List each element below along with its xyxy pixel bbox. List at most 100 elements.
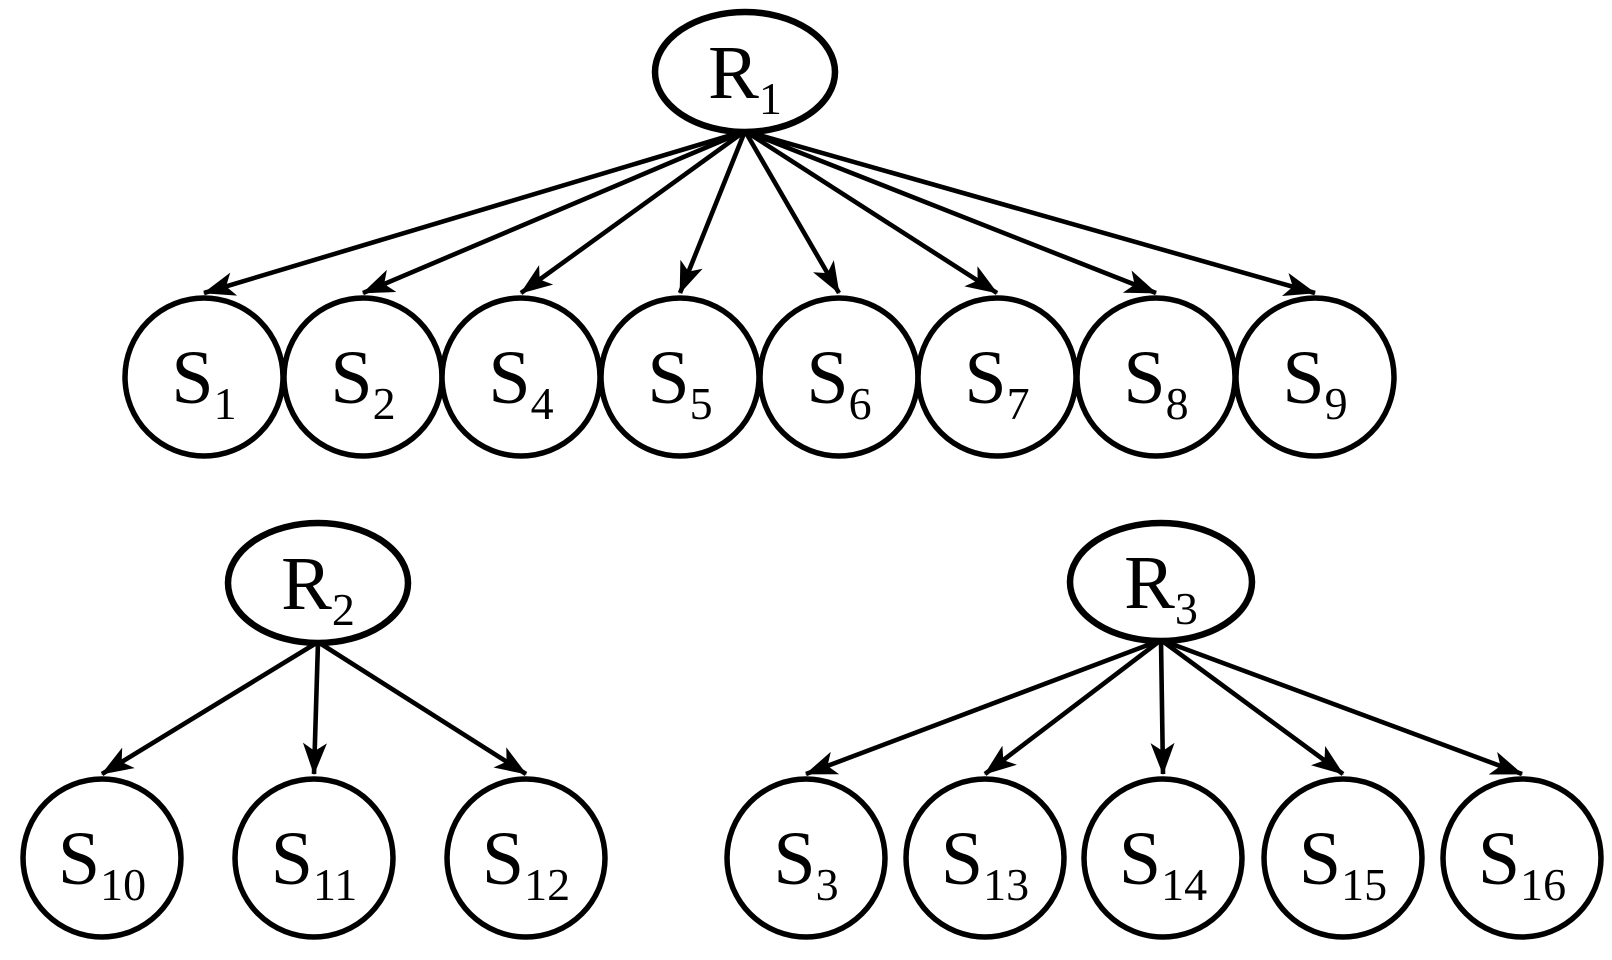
node-r1: R1 — [651, 8, 839, 136]
root-ellipse-r1 — [651, 8, 839, 136]
node-label-main: S — [964, 336, 1006, 420]
node-label-main: S — [1299, 817, 1341, 901]
node-s7: S7 — [915, 295, 1079, 459]
node-label-s11: S11 — [271, 817, 358, 910]
node-label-subscript: 16 — [1520, 859, 1566, 910]
node-label-main: S — [1123, 336, 1165, 420]
node-label-s14: S14 — [1119, 817, 1207, 910]
node-label-main: S — [488, 336, 530, 420]
node-label-s1: S1 — [171, 336, 236, 429]
node-label-subscript: 2 — [332, 584, 355, 635]
edge-r2-s10 — [100, 640, 320, 776]
node-label-s15: S15 — [1299, 817, 1387, 910]
node-label-s16: S16 — [1478, 817, 1566, 910]
node-label-subscript: 13 — [983, 859, 1029, 910]
node-s3: S3 — [724, 776, 888, 940]
node-s14: S14 — [1081, 776, 1245, 940]
node-s15: S15 — [1261, 776, 1425, 940]
leaf-circle-s12 — [444, 776, 608, 940]
node-s8: S8 — [1074, 295, 1238, 459]
leaf-circle-s14 — [1081, 776, 1245, 940]
edge-r3-s13 — [983, 638, 1163, 776]
node-s13: S13 — [903, 776, 1067, 940]
node-label-subscript: 9 — [1325, 378, 1348, 429]
node-s12: S12 — [444, 776, 608, 940]
node-label-s2: S2 — [330, 336, 395, 429]
node-label-main: S — [1119, 817, 1161, 901]
node-label-main: S — [330, 336, 372, 420]
node-s11: S11 — [232, 776, 396, 940]
node-label-main: S — [773, 817, 815, 901]
edge-r1-s1 — [203, 128, 746, 296]
node-label-s8: S8 — [1123, 336, 1188, 429]
edge-r1-s4 — [519, 129, 747, 295]
node-label-main: R — [1124, 541, 1175, 625]
leaf-circle-s10 — [20, 776, 184, 940]
node-label-subscript: 12 — [524, 859, 570, 910]
node-label-subscript: 7 — [1007, 378, 1030, 429]
node-label-s5: S5 — [647, 336, 712, 429]
node-s6: S6 — [757, 295, 921, 459]
node-s5: S5 — [598, 295, 762, 459]
node-label-r1: R1 — [708, 31, 782, 124]
node-label-subscript: 10 — [100, 859, 146, 910]
node-label-main: S — [482, 817, 524, 901]
leaf-circle-s15 — [1261, 776, 1425, 940]
node-s9: S9 — [1233, 295, 1397, 459]
node-label-main: R — [281, 542, 332, 626]
node-label-subscript: 3 — [816, 859, 839, 910]
node-label-r3: R3 — [1124, 541, 1198, 634]
leaf-circle-s3 — [724, 776, 888, 940]
node-label-s13: S13 — [941, 817, 1029, 910]
node-label-main: S — [271, 817, 313, 901]
node-s2: S2 — [281, 295, 445, 459]
edge-r1-s7 — [743, 129, 999, 295]
leaf-circle-s16 — [1440, 776, 1604, 940]
node-s16: S16 — [1440, 776, 1604, 940]
node-label-subscript: 5 — [690, 378, 713, 429]
node-label-subscript: 8 — [1166, 378, 1189, 429]
edge-r1-s8 — [744, 128, 1157, 296]
node-r3: R3 — [1066, 519, 1256, 645]
node-label-s9: S9 — [1282, 336, 1347, 429]
leaf-circle-s11 — [232, 776, 396, 940]
node-label-s3: S3 — [773, 817, 838, 910]
root-ellipse-r2 — [224, 519, 412, 647]
edge-r2-s12 — [316, 640, 528, 776]
edge-r3-s16 — [1160, 637, 1523, 777]
node-label-s12: S12 — [482, 817, 570, 910]
node-label-subscript: 11 — [313, 859, 357, 910]
leaf-circle-s13 — [903, 776, 1067, 940]
node-label-subscript: 14 — [1161, 859, 1207, 910]
node-label-s10: S10 — [58, 817, 146, 910]
edge-r3-s15 — [1159, 638, 1345, 776]
edge-r2-s11 — [302, 641, 327, 775]
node-s10: S10 — [20, 776, 184, 940]
edges — [100, 128, 1523, 777]
node-label-main: S — [171, 336, 213, 420]
node-label-s6: S6 — [806, 336, 871, 429]
node-label-main: S — [941, 817, 983, 901]
node-label-subscript: 1 — [759, 73, 782, 124]
node-label-main: S — [1282, 336, 1324, 420]
root-ellipse-r3 — [1066, 519, 1256, 645]
node-label-s7: S7 — [964, 336, 1029, 429]
edge-r1-s6 — [743, 129, 841, 295]
edge-r1-s5 — [677, 130, 748, 294]
node-label-main: S — [647, 336, 689, 420]
edge-r3-s14 — [1150, 639, 1175, 775]
leaf-circle-s9 — [1233, 295, 1397, 459]
node-label-main: R — [708, 31, 759, 115]
node-s4: S4 — [439, 295, 603, 459]
node-s1: S1 — [122, 295, 286, 459]
edge-r1-s9 — [744, 128, 1316, 297]
node-label-subscript: 1 — [214, 378, 237, 429]
node-label-subscript: 4 — [531, 378, 554, 429]
node-label-subscript: 15 — [1341, 859, 1387, 910]
node-label-main: S — [806, 336, 848, 420]
node-label-subscript: 3 — [1175, 583, 1198, 634]
node-label-main: S — [1478, 817, 1520, 901]
node-label-r2: R2 — [281, 542, 355, 635]
